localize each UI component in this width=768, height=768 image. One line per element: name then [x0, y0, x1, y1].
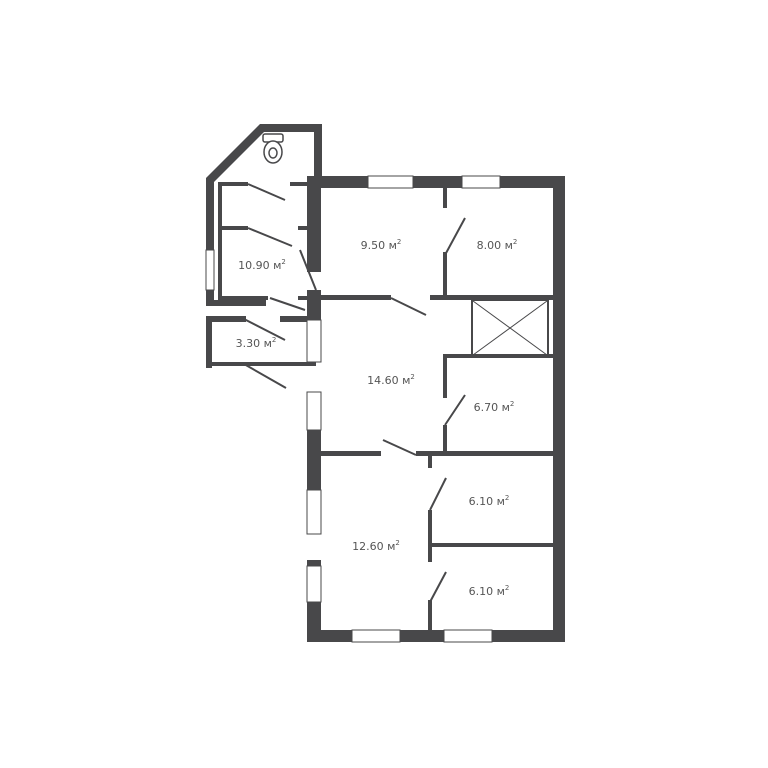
room-area-label: 6.10 м2 — [468, 584, 510, 598]
doors — [243, 183, 548, 603]
area-value: 10.90 — [238, 258, 270, 272]
area-value: 12.60 — [352, 539, 384, 553]
toilet-icon — [262, 133, 284, 164]
area-value: 6.70 — [473, 400, 499, 414]
room-area-label: 8.00 м2 — [476, 238, 518, 252]
area-value: 8.00 — [476, 238, 502, 252]
room-area-label: 6.10 м2 — [468, 494, 510, 508]
room-area-label: 6.70 м2 — [473, 400, 515, 414]
room-area-label: 14.60 м2 — [367, 373, 415, 387]
room-area-label: 10.90 м2 — [238, 258, 286, 272]
room-area-label: 9.50 м2 — [360, 238, 402, 252]
area-value: 14.60 — [367, 373, 399, 387]
area-value: 6.10 — [468, 584, 494, 598]
area-value: 6.10 — [468, 494, 494, 508]
area-value: 9.50 — [360, 238, 386, 252]
windows — [205, 175, 501, 643]
room-area-label: 3.30 м2 — [235, 336, 277, 350]
room-area-label: 12.60 м2 — [352, 539, 400, 553]
area-value: 3.30 — [235, 336, 261, 350]
